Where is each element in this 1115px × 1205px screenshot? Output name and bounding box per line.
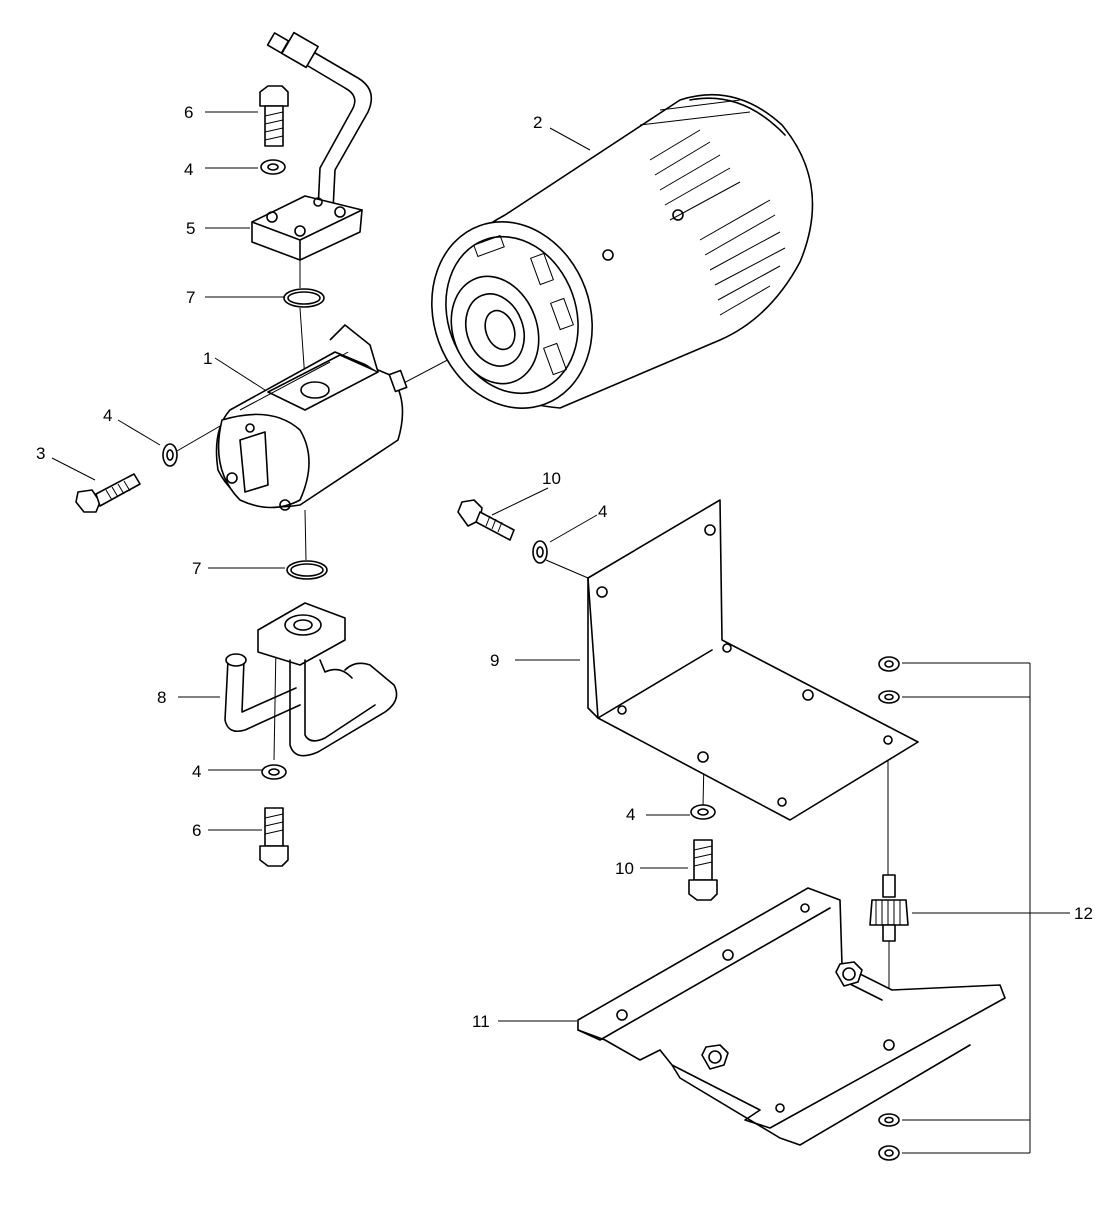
hydraulic-pump xyxy=(215,324,408,511)
lower-pipe-assembly xyxy=(224,602,398,757)
callout-4: 4 xyxy=(598,502,607,521)
callout-1: 1 xyxy=(203,349,212,368)
callout-7: 7 xyxy=(186,288,195,307)
callout-5: 5 xyxy=(186,219,195,238)
callout-9: 9 xyxy=(490,651,499,670)
lower-bolt xyxy=(259,807,289,867)
callout-6: 6 xyxy=(184,103,193,122)
callout-10: 10 xyxy=(615,859,634,878)
l-bracket xyxy=(587,499,919,821)
top-pipe xyxy=(266,31,373,211)
callout-labels: 1 2 3 4 4 4 4 4 5 6 6 7 7 8 9 10 10 11 1… xyxy=(36,103,1093,1031)
side-bolt xyxy=(75,473,141,513)
o-rings xyxy=(283,288,328,580)
callout-12: 12 xyxy=(1074,904,1093,923)
electric-motor xyxy=(431,93,814,409)
callout-4: 4 xyxy=(184,160,193,179)
leader-lines xyxy=(51,111,1070,1154)
anti-vibration-mount xyxy=(869,656,909,1161)
callout-4: 4 xyxy=(103,406,112,425)
bracket-bolt-upper xyxy=(457,499,515,541)
callout-11: 11 xyxy=(472,1012,490,1031)
washers xyxy=(162,159,716,820)
callout-8: 8 xyxy=(157,688,166,707)
flange-plate xyxy=(251,195,363,261)
callout-3: 3 xyxy=(36,444,45,463)
top-bolt xyxy=(259,85,289,147)
callout-10: 10 xyxy=(542,469,561,488)
callout-4: 4 xyxy=(626,805,635,824)
callout-2: 2 xyxy=(533,113,542,132)
base-plate xyxy=(577,887,1006,1146)
callout-4: 4 xyxy=(192,762,201,781)
callout-7: 7 xyxy=(192,559,201,578)
bracket-bolt-lower xyxy=(688,839,718,901)
callout-6: 6 xyxy=(192,821,201,840)
